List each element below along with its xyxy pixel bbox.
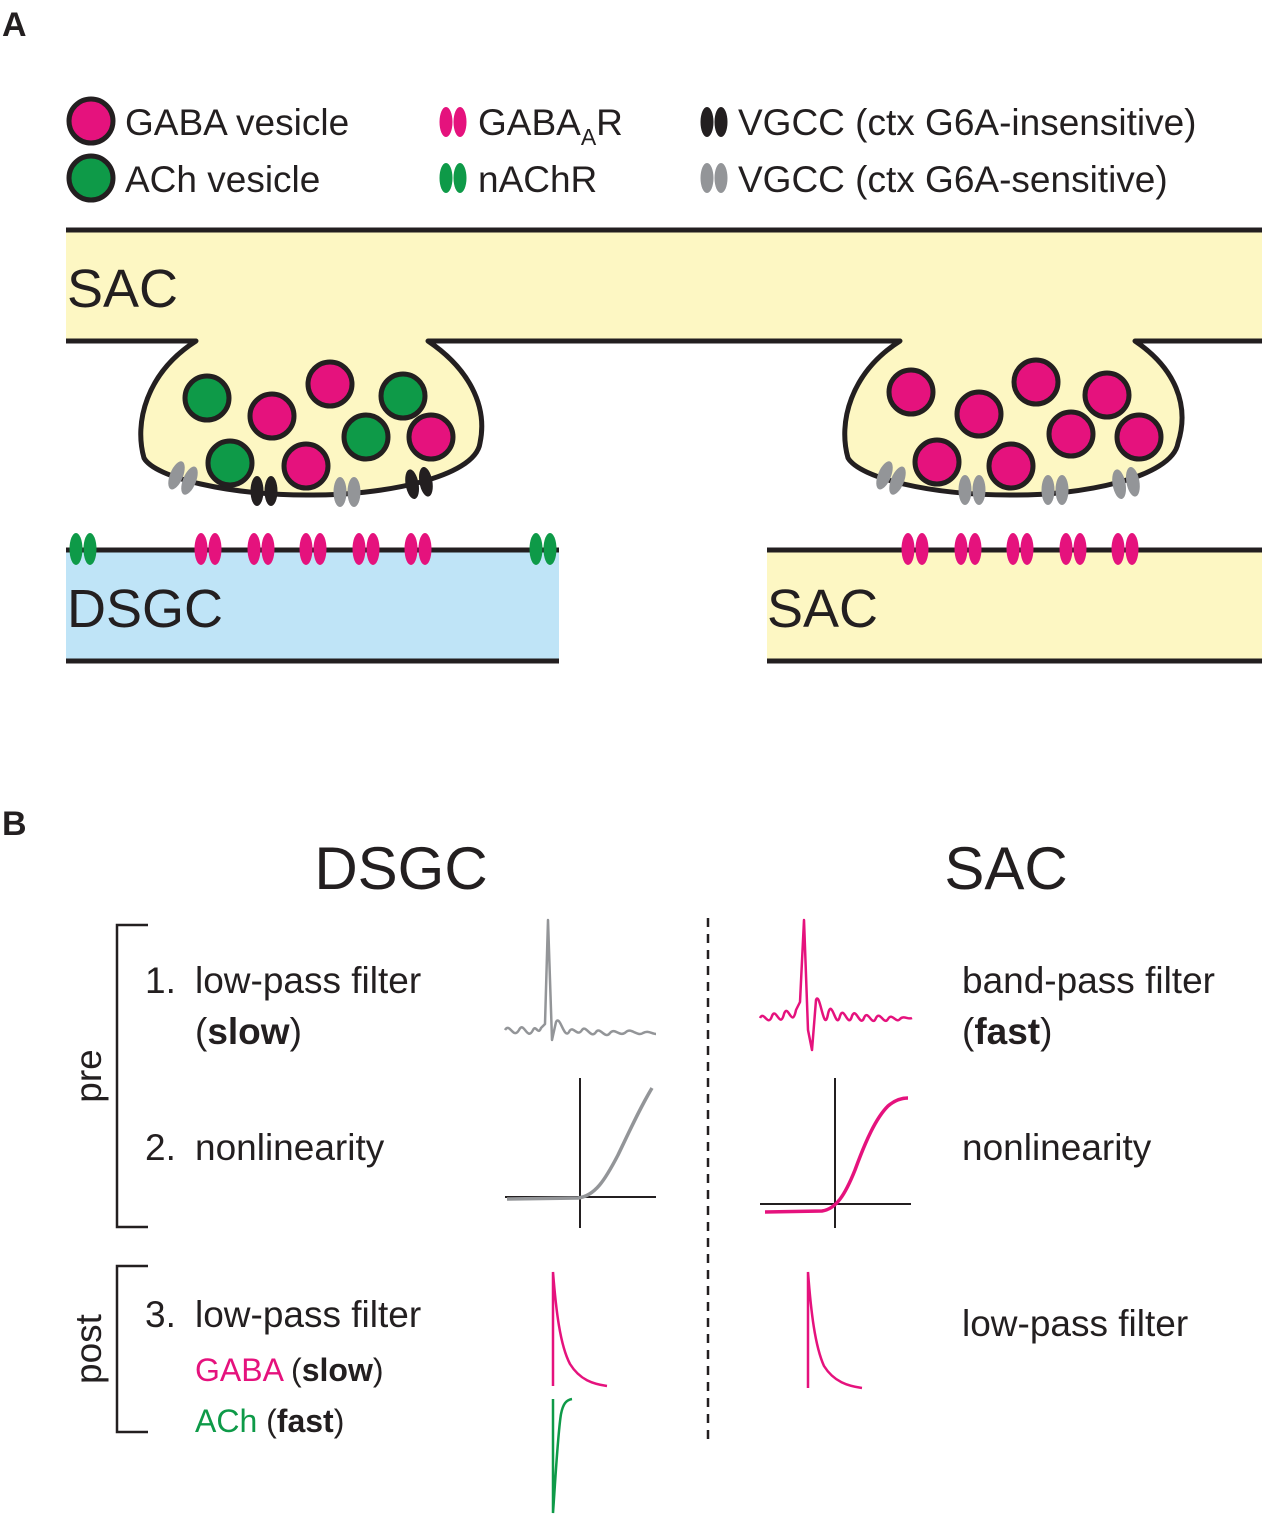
legend-gaba-vesicle: GABA vesicle <box>125 102 349 143</box>
sac-nonlinearity-curve <box>764 1096 909 1214</box>
sac-step3-label: low-pass filter <box>962 1303 1188 1344</box>
panel-b-letter: B <box>2 805 27 843</box>
dsgc-step1-label: low-pass filter <box>195 960 421 1001</box>
sac-step1-speed: (fast) <box>962 1011 1052 1052</box>
dsgc-column-title: DSGC <box>314 835 487 902</box>
dsgc-cell: DSGC <box>66 547 559 664</box>
dsgc-ach-kernel-icon <box>551 1397 573 1514</box>
legend-vgcc-sensitive: VGCC (ctx G6A-sensitive) <box>738 159 1168 200</box>
dsgc-step1-speed: (slow) <box>195 1011 302 1052</box>
sac-column-title: SAC <box>944 835 1067 902</box>
dsgc-step3-number: 3. <box>145 1294 176 1335</box>
dsgc-lowpass-kernel-icon <box>503 918 657 1042</box>
dsgc-receptors <box>69 533 557 565</box>
gabaar-icon <box>439 107 467 137</box>
gaba-vesicle-icon <box>66 96 116 146</box>
dsgc-ach-line: ACh (fast) <box>195 1403 344 1439</box>
sac-step1-label: band-pass filter <box>962 960 1215 1001</box>
panel-a-letter: A <box>2 6 27 44</box>
dsgc-gaba-kernel-icon <box>551 1271 608 1388</box>
sac-nonlinearity-plot <box>760 1078 911 1228</box>
dsgc-step2-label: nonlinearity <box>195 1127 385 1168</box>
sac-step2-label: nonlinearity <box>962 1127 1152 1168</box>
dsgc-label: DSGC <box>67 579 223 639</box>
sac-lowpass-kernel-icon <box>806 1271 863 1390</box>
legend: GABA vesicle ACh vesicle GABAAR nAChR VG… <box>66 96 1197 203</box>
legend-ach-vesicle: ACh vesicle <box>125 159 320 200</box>
right-vesicles <box>886 357 1164 491</box>
legend-vgcc-insensitive: VGCC (ctx G6A-insensitive) <box>738 102 1197 143</box>
legend-gabaar: GABAAR <box>478 102 623 150</box>
left-vgcc-channels <box>168 461 433 507</box>
post-label: post <box>68 1313 109 1384</box>
dsgc-step1-number: 1. <box>145 960 176 1001</box>
sac-top-label: SAC <box>67 259 178 319</box>
sac-bottom-label: SAC <box>767 579 878 639</box>
right-vgcc-channels <box>876 461 1140 505</box>
dsgc-step3-label: low-pass filter <box>195 1294 421 1335</box>
sac-bandpass-kernel-icon <box>758 918 913 1052</box>
legend-nachr: nAChR <box>478 159 597 200</box>
sac-bottom-cell: SAC <box>767 547 1262 664</box>
post-bracket <box>115 1264 148 1434</box>
left-vesicles <box>182 359 456 491</box>
dsgc-nonlinearity-curve <box>506 1087 654 1201</box>
pre-bracket <box>115 923 148 1229</box>
dsgc-step2-number: 2. <box>145 1127 176 1168</box>
dsgc-gaba-line: GABA (slow) <box>195 1352 383 1388</box>
vgcc-sensitive-icon <box>700 163 728 193</box>
vgcc-insensitive-icon <box>700 107 728 137</box>
nachr-icon <box>439 163 467 193</box>
ach-vesicle-icon <box>66 153 116 203</box>
pre-label: pre <box>68 1049 109 1102</box>
sac-bottom-receptors <box>901 533 1139 565</box>
dsgc-nonlinearity-plot <box>505 1078 656 1228</box>
